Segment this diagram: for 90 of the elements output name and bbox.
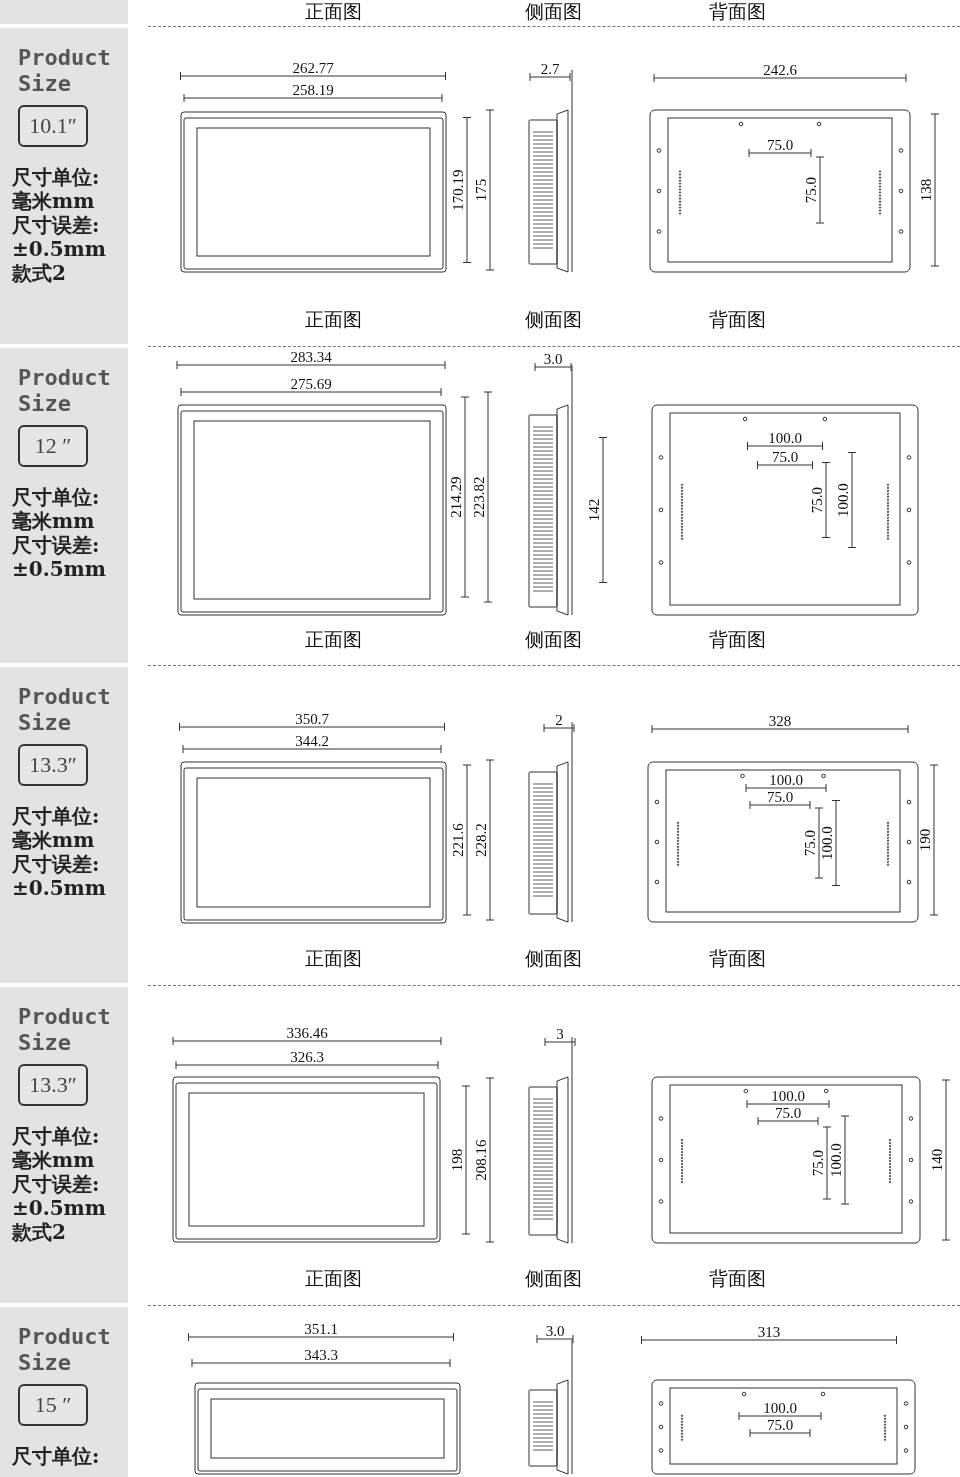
view-caption: 背面图	[708, 1267, 766, 1291]
spec-note: 尺寸误差:	[12, 533, 100, 557]
dimension-value: 140	[928, 1148, 946, 1172]
size-badge: 13.3″	[18, 744, 88, 786]
spec-note: 毫米mm	[12, 828, 95, 852]
view-caption: 背面图	[708, 0, 766, 24]
view-caption: 正面图	[304, 947, 362, 971]
dimension-value: 100.0	[818, 826, 836, 860]
spec-note: 款式2	[12, 1220, 66, 1244]
view-caption: 正面图	[304, 628, 362, 652]
section-heading: Product Size	[18, 45, 112, 97]
section-heading: Product Size	[18, 365, 112, 417]
dimension-value: 75.0	[808, 486, 826, 514]
dimension-value: 262.77	[292, 59, 334, 77]
spec-note: 尺寸单位:	[12, 1124, 100, 1148]
dimension-value: 170.19	[449, 169, 467, 211]
view-caption: 正面图	[304, 0, 362, 24]
dimension-value: 336.46	[286, 1024, 328, 1042]
dimension-value: 3.0	[543, 350, 563, 368]
size-badge: 13.3″	[18, 1064, 88, 1106]
dimension-value: 208.16	[472, 1139, 490, 1181]
size-badge: 10.1″	[18, 105, 88, 147]
dimension-value: 214.29	[447, 476, 465, 518]
dimension-value: 258.19	[292, 81, 334, 99]
view-caption: 侧面图	[524, 947, 582, 971]
spec-note: ±0.5mm	[12, 1196, 106, 1220]
spec-note: ±0.5mm	[12, 557, 106, 581]
spec-note: 款式2	[12, 261, 66, 285]
dimension-value: 100.0	[834, 483, 852, 517]
dimension-value: 326.3	[290, 1048, 324, 1066]
dimension-value: 75.0	[801, 829, 819, 857]
dimension-value: 75.0	[802, 176, 820, 204]
view-caption: 侧面图	[524, 308, 582, 332]
dimension-value: 100.0	[763, 1399, 797, 1417]
dimension-value: 350.7	[295, 710, 329, 728]
dimension-value: 175	[472, 178, 490, 202]
dimension-value: 275.69	[290, 375, 332, 393]
section-heading: Product Size	[18, 1324, 112, 1376]
view-caption: 侧面图	[524, 1267, 582, 1291]
spec-note: 尺寸单位:	[12, 804, 100, 828]
dimension-value: 2	[555, 711, 563, 729]
section-heading: Product Size	[18, 1004, 112, 1056]
view-caption: 正面图	[304, 308, 362, 332]
dimension-value: 100.0	[768, 429, 802, 447]
dimension-value: 75.0	[809, 1149, 827, 1177]
spec-note: 尺寸误差:	[12, 1172, 100, 1196]
dimension-value: 142	[585, 498, 603, 522]
dimension-value: 3	[556, 1025, 564, 1043]
section-heading: Product Size	[18, 684, 112, 736]
view-caption: 背面图	[708, 308, 766, 332]
dimension-value: 190	[916, 828, 934, 852]
dimension-value: 100.0	[769, 771, 803, 789]
dimension-value: 228.2	[472, 823, 490, 857]
view-caption: 侧面图	[524, 628, 582, 652]
dimension-value: 75.0	[766, 1416, 794, 1434]
dimension-value: 100.0	[827, 1143, 845, 1177]
dimension-value: 351.1	[304, 1320, 338, 1338]
dimension-value: 223.82	[470, 476, 488, 518]
dimension-value: 3.0	[545, 1322, 565, 1340]
size-badge: 15 ″	[18, 1384, 88, 1426]
spec-note: 尺寸误差:	[12, 213, 100, 237]
dimension-value: 221.6	[449, 823, 467, 857]
dimension-value: 138	[917, 178, 935, 202]
spec-note: 尺寸单位:	[12, 485, 100, 509]
spec-note: 尺寸单位:	[12, 1444, 100, 1468]
spec-note: 尺寸单位:	[12, 165, 100, 189]
spec-note: 毫米mm	[12, 189, 95, 213]
dimension-value: 75.0	[766, 136, 794, 154]
dimension-value: 328	[768, 712, 792, 730]
dimension-value: 100.0	[771, 1087, 805, 1105]
dimension-value: 313	[757, 1323, 781, 1341]
dimension-value: 2.7	[540, 60, 560, 78]
size-badge: 12 ″	[18, 425, 88, 467]
dimension-value: 75.0	[771, 448, 799, 466]
dimension-value: 283.34	[290, 348, 332, 366]
dimension-value: 242.6	[763, 61, 797, 79]
spec-note: 尺寸误差:	[12, 852, 100, 876]
dimension-value: 344.2	[295, 732, 329, 750]
dimension-value: 75.0	[774, 1104, 802, 1122]
view-caption: 背面图	[708, 947, 766, 971]
spec-note: 毫米mm	[12, 1148, 95, 1172]
dimension-value: 198	[448, 1148, 466, 1172]
spec-note: ±0.5mm	[12, 876, 106, 900]
view-caption: 侧面图	[524, 0, 582, 24]
spec-note: ±0.5mm	[12, 237, 106, 261]
dimension-value: 343.3	[304, 1346, 338, 1364]
view-caption: 背面图	[708, 628, 766, 652]
spec-note: 毫米mm	[12, 509, 95, 533]
view-caption: 正面图	[304, 1267, 362, 1291]
dimension-value: 75.0	[766, 788, 794, 806]
